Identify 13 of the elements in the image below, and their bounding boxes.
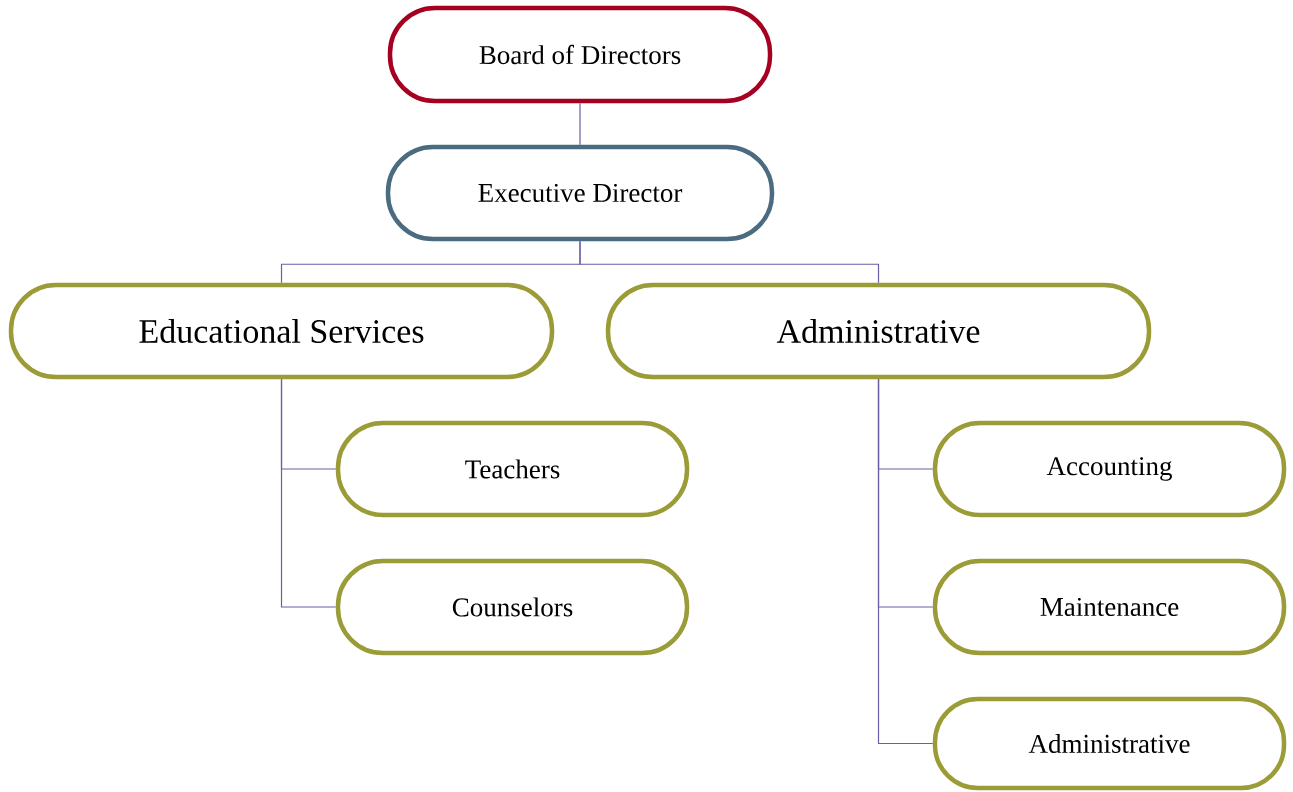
connector-line [579,102,581,146]
connector-line [579,240,880,284]
org-box: Accounting [932,420,1287,518]
org-box: Maintenance [932,558,1287,656]
org-box: Administrative [932,696,1287,791]
org-box: Executive Director [385,144,775,242]
org-box: Administrative [605,282,1152,380]
connector-line [877,378,934,745]
org-box: Board of Directors [387,5,773,104]
connector-line [280,378,337,608]
org-box: Educational Services [8,282,555,380]
org-box: Teachers [335,420,690,518]
org-box: Counselors [335,558,690,656]
